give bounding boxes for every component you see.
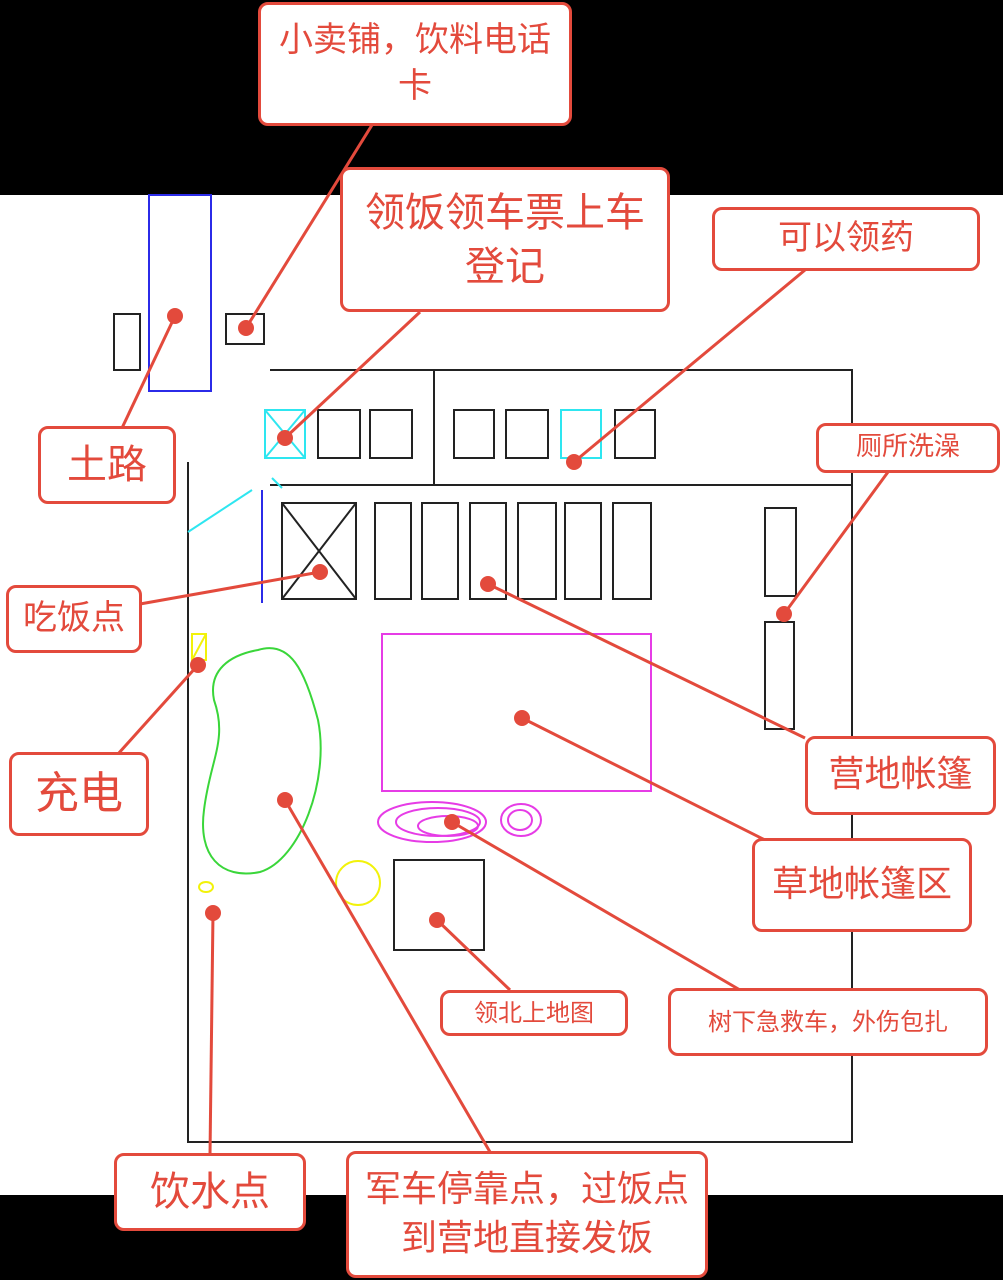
dirt-road-shape bbox=[148, 194, 212, 392]
room bbox=[505, 409, 549, 459]
gate-line bbox=[187, 489, 253, 533]
camp-tent bbox=[421, 502, 459, 600]
dining-area bbox=[281, 502, 357, 600]
room bbox=[317, 409, 361, 459]
military-truck-callout: 军车停靠点，过饭点到营地直接发饭 bbox=[346, 1151, 708, 1278]
medicine-callout: 可以领药 bbox=[712, 207, 980, 271]
map-pickup-callout: 领北上地图 bbox=[440, 990, 628, 1036]
first-aid-tree bbox=[377, 801, 487, 843]
water-callout: 饮水点 bbox=[114, 1153, 306, 1231]
compound-wall bbox=[187, 369, 853, 1143]
shower-block bbox=[764, 621, 795, 730]
camp-tent bbox=[564, 502, 602, 600]
meal-ticket-callout: 领饭领车票上车登记 bbox=[340, 167, 670, 312]
medicine-room bbox=[560, 409, 602, 459]
gate-line-2 bbox=[271, 477, 283, 489]
meal-ticket-room bbox=[264, 409, 306, 459]
toilet-callout: 厕所洗澡 bbox=[816, 423, 1000, 473]
room bbox=[453, 409, 495, 459]
camp-tent bbox=[612, 502, 652, 600]
grass-tent-area bbox=[381, 633, 652, 792]
room bbox=[614, 409, 656, 459]
charging-callout: 充电 bbox=[9, 752, 149, 836]
room bbox=[369, 409, 413, 459]
shop-callout: 小卖铺，饮料电话卡 bbox=[258, 2, 572, 126]
dining-callout: 吃饭点 bbox=[6, 585, 142, 653]
camp-tent bbox=[469, 502, 507, 600]
grass-tent-callout: 草地帐篷区 bbox=[752, 838, 972, 932]
camp-tent bbox=[374, 502, 412, 600]
shop-shape bbox=[225, 313, 265, 345]
camp-tent-callout: 营地帐篷 bbox=[805, 736, 996, 815]
first-aid-callout: 树下急救车，外伤包扎 bbox=[668, 988, 988, 1056]
yellow-circle bbox=[335, 860, 381, 906]
small-building bbox=[113, 313, 141, 371]
camp-tent bbox=[517, 502, 557, 600]
water-point-marker bbox=[198, 881, 214, 893]
military-truck-area bbox=[202, 647, 322, 875]
toilet-block bbox=[764, 507, 797, 597]
map-pickup-box bbox=[393, 859, 485, 951]
dirt-road-callout: 土路 bbox=[38, 426, 176, 504]
small-tree bbox=[500, 803, 542, 837]
